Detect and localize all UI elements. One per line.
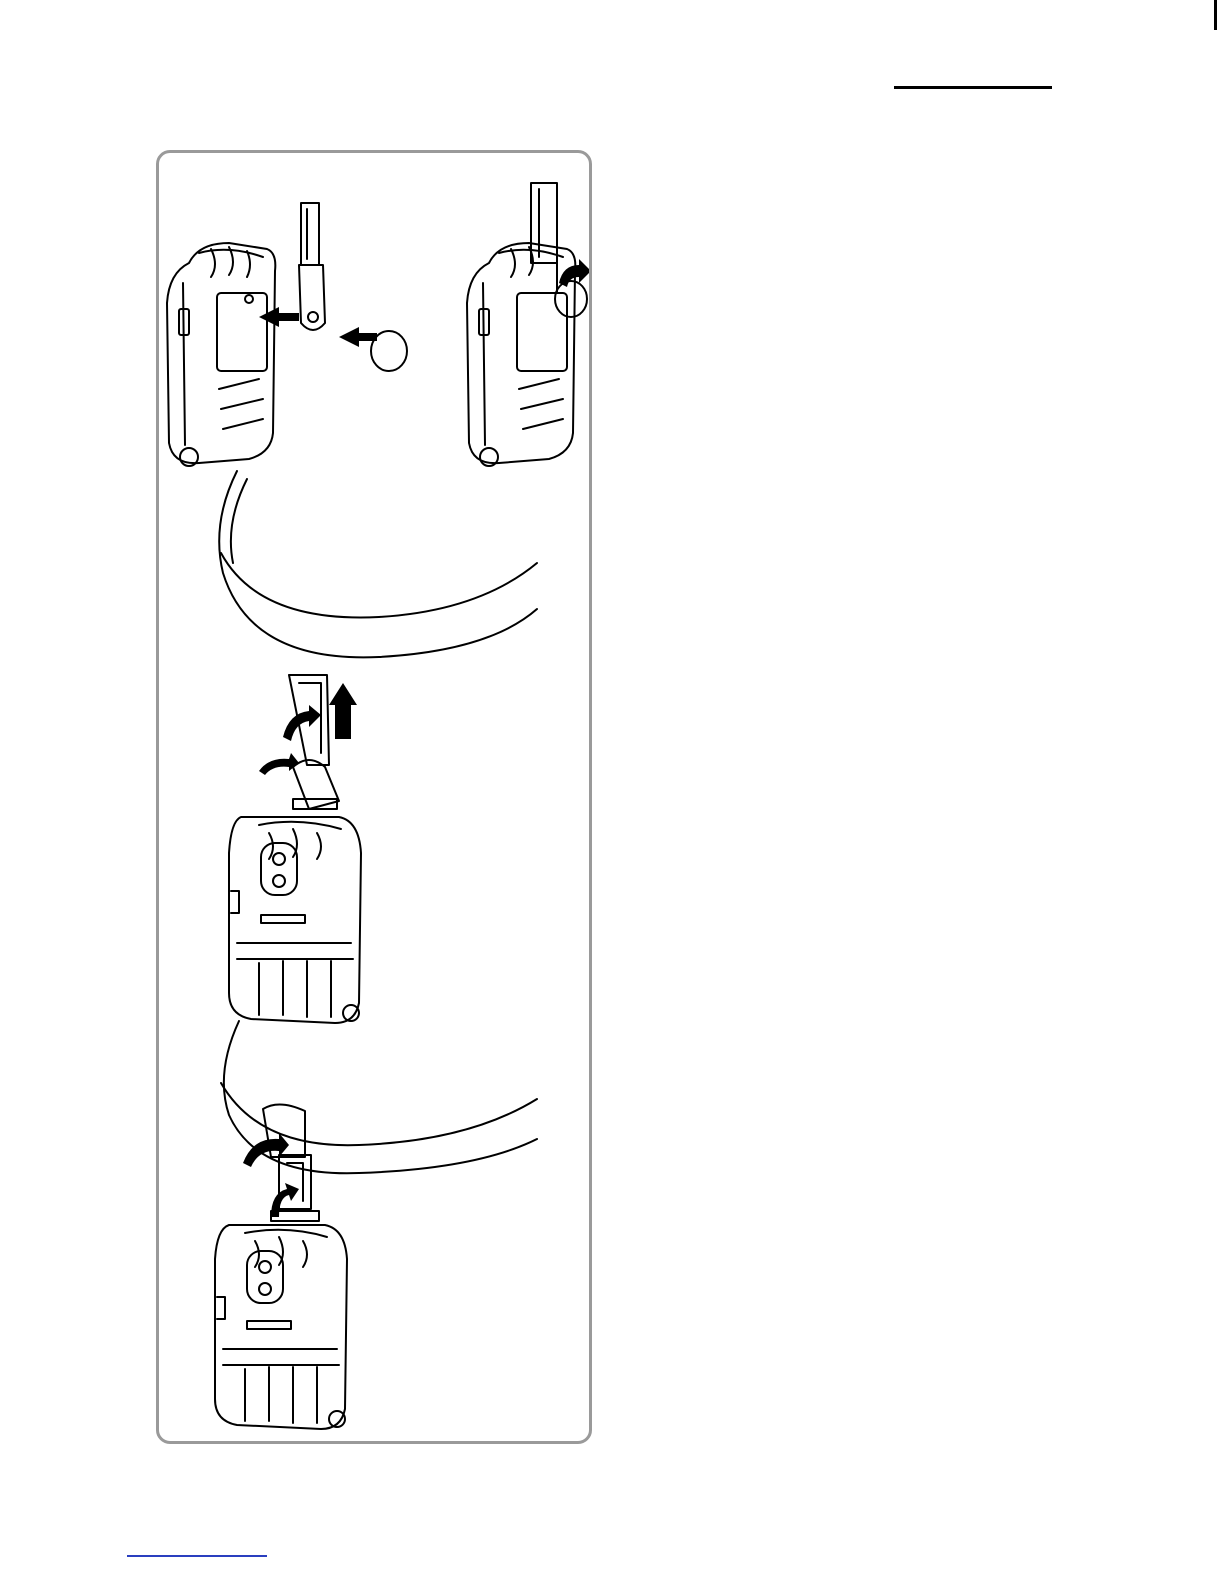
belt-clip-open-icon [289,675,339,809]
printer-front-icon-step4 [215,1225,347,1429]
illustration-panel [156,150,592,1444]
arrow-icon [329,683,357,739]
printer-side-icon-right [467,243,575,466]
arrow-icon [243,1133,289,1167]
header-rule [894,86,1052,89]
belt-clip-illustration [159,153,589,1441]
belt-clip-icon-step2 [531,183,587,317]
belt-clip-attached-icon [263,1104,319,1221]
arrow-icon [259,307,377,347]
page-edge-mark [1214,0,1217,30]
printer-front-icon-step3 [229,817,361,1023]
printer-side-icon-left [167,243,275,466]
belt-clip-icon-step1 [299,203,325,330]
belt-icon [219,471,537,657]
screw-disc-icon [371,331,407,371]
arrow-icon [259,753,299,775]
footer-link-underline[interactable] [127,1555,267,1557]
